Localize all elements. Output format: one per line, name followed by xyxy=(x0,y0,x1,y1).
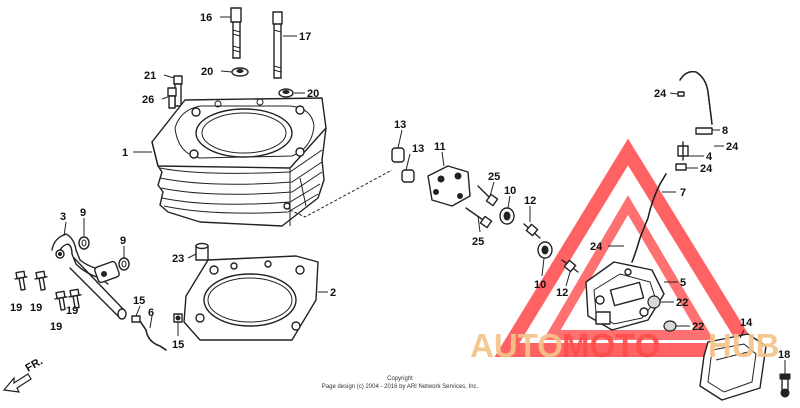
bolt-18 xyxy=(779,373,791,398)
callout-22a: 22 xyxy=(676,297,688,309)
callout-4: 4 xyxy=(706,151,713,163)
valve-assembly-5 xyxy=(585,261,665,331)
watermark-text-moto: MOTO xyxy=(562,327,660,364)
callout-10a: 10 xyxy=(504,185,516,197)
watermark-triangle-inner xyxy=(543,195,714,340)
watermark-text-auto: AUTO xyxy=(470,327,563,364)
callout-20a: 20 xyxy=(201,66,213,78)
callout-24d: 24 xyxy=(590,241,603,253)
watermark-logo xyxy=(494,138,763,357)
hose-joint-4 xyxy=(677,141,689,161)
copyright-line: Page design (c) 2004 - 2016 by ARI Netwo… xyxy=(322,384,479,390)
callout-15b: 15 xyxy=(172,339,184,351)
cylinder-base-gasket xyxy=(183,255,319,341)
callout-19b: 19 xyxy=(30,302,42,314)
callout-25a: 25 xyxy=(488,171,500,183)
stud-bolts xyxy=(230,7,283,79)
callout-21: 21 xyxy=(144,70,156,82)
callout-24b: 24 xyxy=(726,141,739,153)
callout-23: 23 xyxy=(172,253,184,265)
callout-22b: 22 xyxy=(692,321,704,333)
dowel-pin-23 xyxy=(195,242,209,261)
collar-13b xyxy=(401,169,415,183)
callout-5: 5 xyxy=(680,277,686,289)
callout-26: 26 xyxy=(142,94,154,106)
callout-19c: 19 xyxy=(50,321,62,333)
bolt-25a xyxy=(465,207,493,229)
callout-24a: 24 xyxy=(654,88,667,100)
callout-17: 17 xyxy=(299,31,311,43)
callout-labels: 16 17 21 20 26 20 1 13 13 11 25 10 12 25… xyxy=(10,12,790,361)
hose-7 xyxy=(631,173,667,263)
callout-18: 18 xyxy=(778,349,790,361)
callout-7: 7 xyxy=(680,187,686,199)
bolts-19 xyxy=(14,270,82,311)
hose-6 xyxy=(137,317,167,351)
washer-10b xyxy=(537,241,553,259)
callout-8: 8 xyxy=(722,125,728,137)
front-direction-arrow: FR. xyxy=(2,355,45,393)
callout-14: 14 xyxy=(740,317,753,329)
callout-10b: 10 xyxy=(534,279,546,291)
callout-15a: 15 xyxy=(133,295,145,307)
washer-22b xyxy=(663,320,677,332)
watermark-triangle-outer xyxy=(494,138,763,357)
collar-13a xyxy=(391,147,405,163)
nipple-12b xyxy=(561,259,579,273)
callout-20b: 20 xyxy=(307,88,319,100)
bolt-26 xyxy=(167,87,177,109)
bolt-25b xyxy=(477,185,499,207)
callout-9b: 9 xyxy=(120,235,126,247)
washer-10a xyxy=(499,207,515,225)
callout-12b: 12 xyxy=(556,287,568,299)
o-ring-9a xyxy=(78,236,90,250)
hose-clip-15a xyxy=(131,315,141,323)
callout-13a: 13 xyxy=(394,119,406,131)
cover-14 xyxy=(699,333,767,401)
leader-lines xyxy=(63,16,786,374)
callout-19d: 19 xyxy=(66,305,78,317)
nipple-12a xyxy=(523,223,541,239)
washer-22a xyxy=(647,295,661,309)
callout-25b: 25 xyxy=(472,236,484,248)
callout-2: 2 xyxy=(330,287,336,299)
callout-12a: 12 xyxy=(524,195,536,207)
callout-1: 1 xyxy=(122,147,128,159)
watermark-wordmark: AUTO MOTO HUB xyxy=(470,327,780,364)
callout-6: 6 xyxy=(148,307,154,319)
hose-clip-15b xyxy=(173,313,183,323)
reed-valve-block-11 xyxy=(427,165,471,207)
water-joint-pipe xyxy=(51,233,127,320)
breather-hose-8 xyxy=(679,70,713,125)
cylinder xyxy=(151,97,327,227)
copyright-title: Copyright xyxy=(387,376,413,382)
callout-3: 3 xyxy=(60,211,66,223)
o-ring-9b xyxy=(118,257,130,271)
callout-24c: 24 xyxy=(700,163,713,175)
callout-16: 16 xyxy=(200,12,212,24)
callout-11: 11 xyxy=(434,141,446,153)
front-direction-label: FR. xyxy=(24,355,45,374)
watermark-text-hub: HUB xyxy=(708,327,780,364)
callout-9a: 9 xyxy=(80,207,86,219)
callout-19a: 19 xyxy=(10,302,22,314)
clip-24 xyxy=(675,91,713,171)
callout-13b: 13 xyxy=(412,143,424,155)
